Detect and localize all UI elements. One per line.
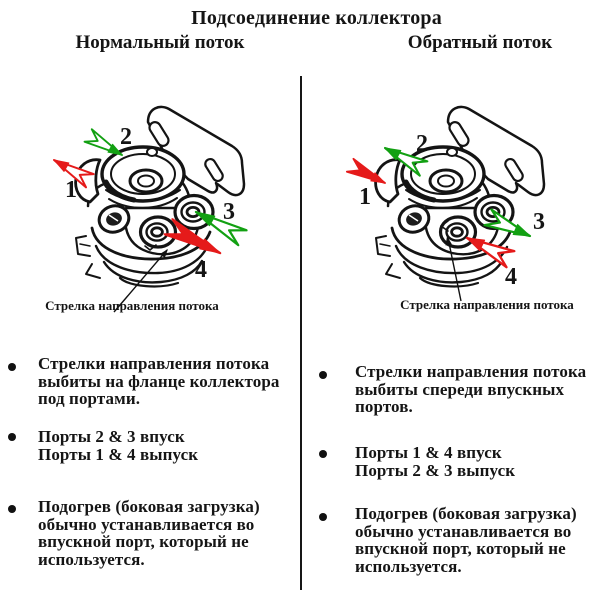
flow-arrow-caption: Стрелка направления потока bbox=[45, 298, 219, 313]
page-title: Подсоединение коллектора bbox=[191, 7, 442, 29]
port4-label: 4 bbox=[505, 264, 517, 290]
port1-label: 1 bbox=[359, 184, 371, 210]
manifold-illustration bbox=[76, 107, 244, 286]
bullet-dot bbox=[319, 371, 327, 379]
bullet-dot bbox=[8, 363, 16, 371]
right-bullet-2: Порты 1 & 4 впуск Порты 2 & 3 выпуск bbox=[355, 443, 516, 480]
flow-direction-stamp-icon bbox=[144, 244, 157, 251]
port4-label: 4 bbox=[195, 257, 207, 283]
flow-arrow-caption: Стрелка направления потока bbox=[400, 297, 574, 312]
flow-direction-stamp-icon bbox=[440, 220, 449, 232]
left-bullet-2: Порты 2 & 3 впуск Порты 1 & 4 выпуск bbox=[38, 427, 199, 464]
bullet-dot bbox=[8, 505, 16, 513]
port3-label: 3 bbox=[533, 209, 545, 235]
callout-line bbox=[447, 237, 462, 302]
reverse-flow-diagram: 1 2 3 4 Стрелка направления потока bbox=[345, 98, 574, 312]
left-bullet-1: Стрелки направления потока выбиты на фла… bbox=[38, 354, 280, 408]
port3-label: 3 bbox=[223, 199, 235, 225]
right-column-header: Обратный поток bbox=[407, 32, 553, 53]
bullet-dot bbox=[319, 513, 327, 521]
right-bullet-1: Стрелки направления потока выбиты сперед… bbox=[355, 362, 587, 416]
port2-label: 2 bbox=[416, 131, 428, 157]
port2-label: 2 bbox=[120, 124, 132, 150]
right-bullet-3: Подогрев (боковая загрузка) обычно устан… bbox=[355, 504, 577, 576]
normal-flow-diagram: 1 2 3 4 Стрелка направления потока bbox=[45, 98, 248, 313]
column-divider bbox=[300, 76, 302, 590]
bullet-dot bbox=[319, 450, 327, 458]
callout-line bbox=[113, 249, 168, 313]
left-bullet-3: Подогрев (боковая загрузка) обычно устан… bbox=[38, 497, 260, 569]
bullet-dot bbox=[8, 433, 16, 441]
manifold-illustration bbox=[376, 107, 544, 286]
port1-label: 1 bbox=[65, 177, 77, 203]
left-column-header: Нормальный поток bbox=[75, 32, 245, 53]
